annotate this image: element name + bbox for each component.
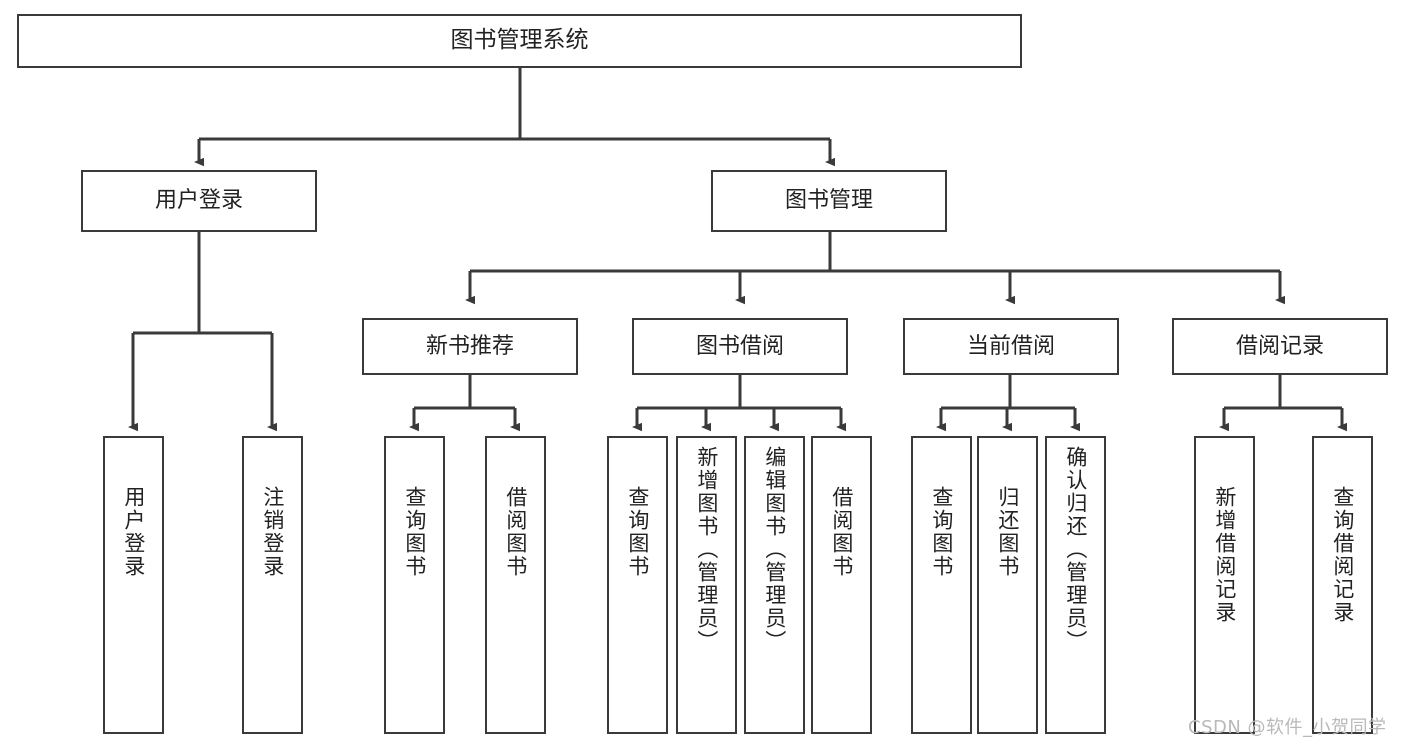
node-label: 归还图书	[995, 486, 1020, 578]
node-label: 新增图书（管理员）	[694, 446, 719, 653]
leaf-query-borrow-record[interactable]: 查询借阅记录	[1312, 436, 1373, 734]
node-book-management[interactable]: 图书管理	[711, 170, 947, 232]
node-label: 查询借阅记录	[1330, 486, 1355, 624]
node-label: 用户登录	[154, 188, 243, 214]
leaf-borrow-book-recommend[interactable]: 借阅图书	[485, 436, 546, 734]
node-label: 图书借阅	[695, 333, 784, 359]
node-label: 借阅记录	[1235, 333, 1324, 359]
node-label: 编辑图书（管理员）	[762, 446, 787, 653]
node-borrow-record[interactable]: 借阅记录	[1172, 318, 1388, 375]
node-root-system[interactable]: 图书管理系统	[17, 14, 1022, 68]
node-label: 借阅图书	[503, 486, 528, 578]
leaf-borrow-book-borrow[interactable]: 借阅图书	[811, 436, 872, 734]
node-label: 图书管理	[784, 188, 873, 214]
leaf-add-book-admin[interactable]: 新增图书（管理员）	[676, 436, 737, 734]
leaf-user-login[interactable]: 用户登录	[103, 436, 164, 734]
node-label: 查询图书	[402, 486, 427, 578]
node-new-book-recommend[interactable]: 新书推荐	[362, 318, 578, 375]
node-label: 注销登录	[260, 486, 285, 578]
leaf-return-book[interactable]: 归还图书	[977, 436, 1038, 734]
node-label: 新增借阅记录	[1212, 486, 1237, 624]
leaf-logout-login[interactable]: 注销登录	[242, 436, 303, 734]
node-label: 图书管理系统	[450, 27, 589, 54]
node-label: 确认归还（管理员）	[1063, 446, 1088, 653]
node-label: 查询图书	[625, 486, 650, 578]
leaf-add-borrow-record[interactable]: 新增借阅记录	[1194, 436, 1255, 734]
node-label: 用户登录	[121, 486, 146, 578]
leaf-query-book-borrow[interactable]: 查询图书	[607, 436, 668, 734]
leaf-confirm-return-admin[interactable]: 确认归还（管理员）	[1045, 436, 1106, 734]
node-label: 新书推荐	[425, 333, 514, 359]
node-label: 借阅图书	[829, 486, 854, 578]
leaf-edit-book-admin[interactable]: 编辑图书（管理员）	[744, 436, 805, 734]
node-user-login[interactable]: 用户登录	[81, 170, 317, 232]
leaf-query-book-current[interactable]: 查询图书	[911, 436, 972, 734]
node-current-borrow[interactable]: 当前借阅	[903, 318, 1119, 375]
csdn-watermark: CSDN @软件_小贺同学	[1188, 717, 1387, 738]
node-book-borrow[interactable]: 图书借阅	[632, 318, 848, 375]
node-label: 查询图书	[929, 486, 954, 578]
node-label: 当前借阅	[966, 333, 1055, 359]
leaf-query-book-recommend[interactable]: 查询图书	[384, 436, 445, 734]
